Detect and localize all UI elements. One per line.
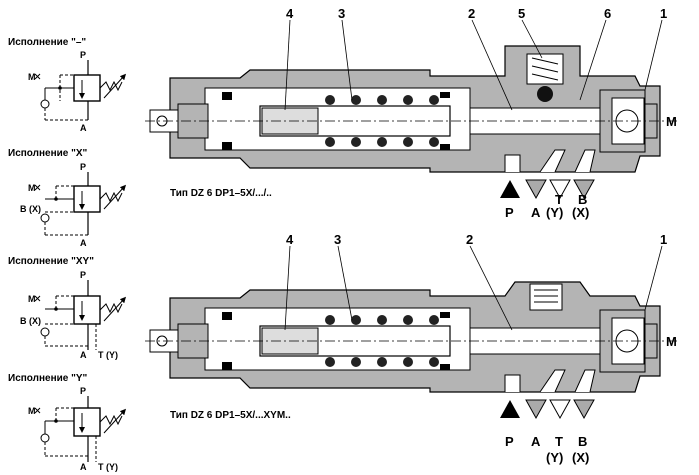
- port-label-p: P: [80, 50, 86, 60]
- variant-title: Исполнение "XY": [8, 256, 94, 267]
- callout-5: 5: [518, 6, 525, 21]
- port-b-label: B: [578, 192, 587, 207]
- valve-symbol: [73, 407, 101, 437]
- spring-adjust-icon: [103, 73, 127, 99]
- port-b-sub-label: (X): [572, 205, 589, 220]
- callout-2: 2: [466, 232, 473, 247]
- port-b-sub-label: (X): [572, 450, 589, 465]
- port-a-triangle: [525, 179, 547, 200]
- port-label-m: M: [28, 406, 36, 416]
- port-label-m: M: [28, 72, 36, 82]
- port-label-b: B (X): [20, 316, 41, 326]
- variant-y: Исполнение "Y" P M A T (Y): [8, 373, 127, 472]
- section-caption: Тип DZ 6 DP1–5X/.../..: [170, 188, 272, 199]
- port-a-label: A: [531, 205, 541, 220]
- port-t-label: T: [555, 434, 563, 449]
- plug: [529, 283, 563, 311]
- port-label-p: P: [80, 270, 86, 280]
- valve-symbol: [73, 74, 101, 102]
- ports-bottom: P A T (Y) B (X): [500, 399, 595, 465]
- valve-symbol: [73, 295, 101, 325]
- check-ball: [537, 86, 553, 102]
- port-t-sub-label: (Y): [546, 450, 563, 465]
- callout-2: 2: [468, 6, 475, 21]
- check-valve-icon: [40, 433, 50, 443]
- port-t-label: T: [555, 192, 563, 207]
- callout-6: 6: [604, 6, 611, 21]
- port-p-triangle: [500, 180, 520, 198]
- port-label-t: T (Y): [98, 350, 118, 360]
- check-valve-icon: [40, 327, 50, 337]
- callout-3: 3: [338, 6, 345, 21]
- ports-top: P A T (Y) B (X): [500, 179, 595, 220]
- port-label-a: A: [80, 123, 87, 133]
- callout-4: 4: [286, 232, 294, 247]
- section-view-top: [145, 45, 680, 173]
- port-label-p: P: [80, 162, 86, 172]
- callout-4: 4: [286, 6, 294, 21]
- callout-3: 3: [334, 232, 341, 247]
- port-b-triangle: [573, 179, 595, 200]
- port-t-triangle: [549, 179, 571, 200]
- port-label-a: A: [80, 238, 87, 248]
- spring-adjust-icon: [103, 184, 127, 210]
- spring-adjust-icon: [103, 296, 127, 322]
- callouts-bottom: 4 3 2 1 M: [284, 232, 677, 349]
- port-b-label: B: [578, 434, 587, 449]
- variant-xy: Исполнение "XY" P M B (X) A T (Y): [8, 256, 127, 360]
- valve-symbol: [73, 185, 101, 213]
- port-p-label: P: [505, 434, 514, 449]
- variant-x: Исполнение "X" P M B (X) A: [8, 148, 127, 248]
- check-valve-icon: [40, 99, 50, 109]
- callouts-top: 4 3 2 5 6 1 M: [284, 6, 677, 129]
- callout-1: 1: [660, 232, 667, 247]
- callout-1: 1: [660, 6, 667, 21]
- check-valve-icon: [40, 213, 50, 223]
- section-caption: Тип DZ 6 DP1–5X/...XYM..: [170, 410, 291, 421]
- section-view-bottom: [145, 281, 680, 393]
- port-label-m: M: [28, 294, 36, 304]
- port-b-triangle: [573, 399, 595, 420]
- port-label-b: B (X): [20, 204, 41, 214]
- port-label-a: A: [80, 462, 87, 472]
- variant-title: Исполнение "X": [8, 148, 88, 159]
- port-label-m: M: [28, 183, 36, 193]
- port-m-label: M: [666, 114, 677, 129]
- port-label-p: P: [80, 386, 86, 396]
- port-t-sub-label: (Y): [546, 205, 563, 220]
- port-m-label: M: [666, 334, 677, 349]
- port-t-triangle: [549, 399, 571, 420]
- port-p-label: P: [505, 205, 514, 220]
- port-label-t: T (Y): [98, 462, 118, 472]
- port-a-label: A: [531, 434, 541, 449]
- variant-title: Исполнение "Y": [8, 373, 88, 384]
- port-a-triangle: [525, 399, 547, 420]
- variant-title: Исполнение "–": [8, 37, 86, 48]
- variant-dash: Исполнение "–" P M A: [8, 37, 127, 133]
- port-label-a: A: [80, 350, 87, 360]
- port-p-triangle: [500, 400, 520, 418]
- spring-adjust-icon: [103, 408, 127, 434]
